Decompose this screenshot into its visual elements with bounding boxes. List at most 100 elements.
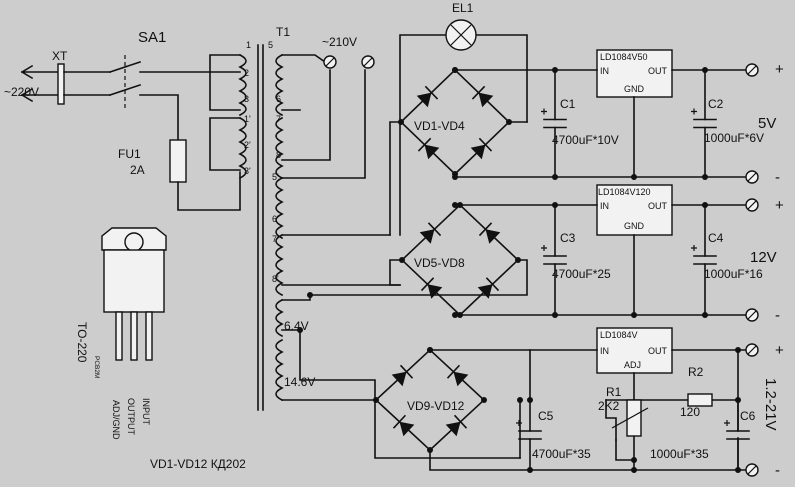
out-5v-plus: +	[775, 61, 784, 78]
pin-6: 6	[276, 94, 281, 104]
fuse-fu1: FU1 2A	[118, 139, 241, 211]
pin-6p: 6'	[272, 214, 279, 224]
reg1-in: IN	[600, 66, 609, 76]
terminal-5v-plus	[745, 63, 759, 77]
capacitor-c4	[691, 204, 717, 316]
bridge-3-label: VD9-VD12	[407, 399, 465, 413]
reg2-out: OUT	[648, 201, 668, 211]
reg1-out: OUT	[648, 66, 668, 76]
terminal-12v-minus	[745, 308, 759, 322]
bridge-2-diode-2	[458, 203, 520, 262]
c1-label: C1	[560, 97, 576, 111]
transformer-t1: T1 1 2 3 5 6 1' 7 2' 8 3' 5' 6' 7' 8' 6.…	[209, 25, 401, 411]
regulators: LD1084V50 IN OUT GND LD1084V120 IN OUT G…	[596, 49, 673, 374]
pin-3p: 3'	[244, 166, 251, 176]
reg2-body	[596, 184, 673, 236]
switch-sa1: SA1	[108, 29, 241, 141]
output-terminals	[745, 63, 759, 477]
pin-8: 8	[276, 150, 281, 160]
c3-label: C3	[560, 231, 576, 245]
reg3-body	[596, 327, 673, 374]
pin-7: 7	[276, 114, 281, 124]
pin-out-label: OUTPUT	[126, 398, 136, 436]
bridge-3-diode-4	[428, 398, 486, 452]
reg2-in: IN	[600, 201, 609, 211]
to220-label: TO-220	[75, 322, 89, 363]
mains-voltage-label: ~220V	[4, 85, 39, 99]
c5-label: C5	[538, 409, 554, 423]
diode-bridges	[373, 67, 521, 453]
pin-adj-label: ADJ/GND	[111, 400, 121, 440]
c1-value: 4700uF*10V	[552, 133, 619, 147]
reg1-gnd: GND	[624, 84, 645, 94]
reg2-gnd: GND	[624, 221, 645, 231]
r1-value: 2K2	[598, 399, 620, 413]
fu1-rating: 2A	[130, 163, 145, 177]
bridge-1	[398, 67, 512, 177]
diodes-note: VD1-VD12 КД202	[150, 457, 246, 471]
reg3-out: OUT	[648, 346, 668, 356]
bridge-wiring	[299, 69, 746, 471]
output-adj-label: 1.2-21V	[762, 378, 779, 431]
bridge-2-diode-4	[458, 258, 520, 317]
resistor-r2: R2 120	[680, 365, 713, 419]
pin-3: 3	[244, 94, 249, 104]
bridge-3-diode-1	[374, 348, 432, 402]
r2-value: 120	[680, 405, 700, 419]
c6-value: 1000uF*35	[650, 447, 709, 461]
capacitor-c1	[541, 69, 567, 178]
sa1-label: SA1	[138, 29, 166, 46]
r1-label: R1	[606, 385, 622, 399]
c6-label: C6	[740, 409, 756, 423]
terminal-adj-minus	[745, 463, 759, 477]
tap-14-6v: 14.6V	[284, 375, 315, 389]
output-12v-label: 12V	[750, 249, 777, 266]
to220-package: TO-220 PCB2M ADJ/GND OUTPUT INPUT	[75, 227, 167, 440]
out-adj-plus: +	[775, 342, 784, 359]
pin-1: 1	[246, 40, 251, 50]
terminal-5v-minus	[745, 170, 759, 184]
c5-value: 4700uF*35	[532, 447, 591, 461]
bridge-3	[373, 347, 487, 453]
c4-value: 1000uF*16	[704, 267, 763, 281]
capacitor-c3	[541, 204, 567, 316]
t1-label: T1	[276, 25, 290, 39]
pin-5p: 5'	[272, 172, 279, 182]
terminal-12v-plus	[745, 198, 759, 212]
c3-value: 4700uF*25	[552, 267, 611, 281]
bridge-3-node-1	[373, 397, 379, 403]
bridge-3-diode-2	[428, 348, 486, 402]
lamp-el1: ~210V EL1	[322, 1, 528, 236]
pin-7p: 7'	[272, 234, 279, 244]
pin-8p: 8'	[272, 274, 279, 284]
reg3-name: LD1084V	[600, 330, 638, 340]
pin-5: 5	[268, 40, 273, 50]
bridge-3-diode-3	[374, 398, 432, 452]
bridge-1-label: VD1-VD4	[414, 119, 465, 133]
bridge-2	[399, 202, 521, 318]
out-adj-minus: -	[775, 462, 780, 479]
reg3-in: IN	[600, 346, 609, 356]
capacitor-c6	[724, 399, 750, 471]
bridge-3-node-4	[427, 447, 433, 453]
bridge-1-diode-1	[399, 68, 457, 124]
to220-marking: PCB2M	[93, 356, 100, 378]
bridge-1-diode-2	[453, 68, 511, 124]
bridge-2-node-3	[515, 257, 521, 263]
fu1-label: FU1	[118, 147, 141, 161]
bridge-1-diode-4	[453, 120, 511, 176]
el1-label: EL1	[452, 1, 474, 15]
mains-input: XT ~220V	[4, 49, 111, 105]
resistor-r1: R1 2K2	[598, 385, 649, 441]
out-12v-minus: -	[775, 307, 780, 324]
pin-2p: 2'	[244, 140, 251, 150]
tap-6-4v: 6.4V	[284, 319, 309, 333]
pin-1p: 1'	[244, 114, 251, 124]
reg3-adj: ADJ	[624, 360, 641, 370]
bridge-2-diode-1	[400, 203, 462, 262]
capacitor-c2	[691, 69, 717, 178]
junctions	[297, 67, 741, 473]
bridge-3-node-3	[481, 397, 487, 403]
bridge-2-node-1	[399, 257, 405, 263]
